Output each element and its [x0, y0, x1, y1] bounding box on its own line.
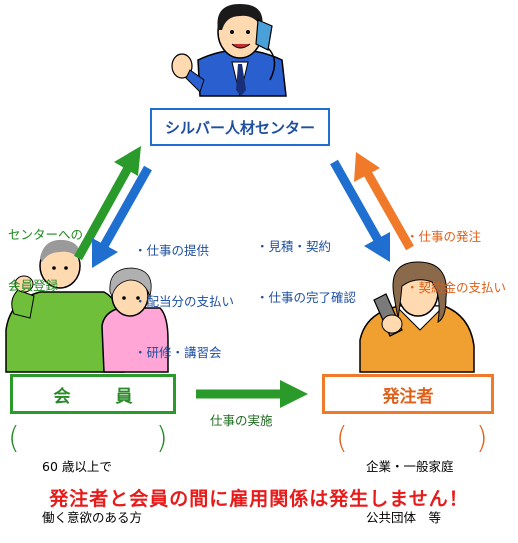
arrow-member-to-client [196, 380, 308, 408]
member-desc-open-paren: ( [8, 421, 20, 456]
member-desc-line-2: 働く意欲のある方 [42, 510, 143, 525]
register-label-line-2: 会員登録 [8, 278, 59, 293]
center-to-member-line-2: ・配当分の支払い [134, 294, 235, 309]
member-box: 会 員 [10, 374, 176, 414]
member-label: 会 員 [53, 386, 147, 407]
arrow-center-to-client [330, 159, 390, 262]
client-label: 発注者 [382, 386, 434, 407]
client-desc-close-paren: ) [476, 421, 488, 456]
register-label: センターへの 会員登録 [8, 192, 83, 311]
client-desc: 企業・一般家庭 公共団体 等 [366, 424, 454, 543]
center-to-member-line-1: ・仕事の提供 [134, 243, 210, 258]
member-desc-line-1: 60 歳以上で [42, 459, 112, 474]
members-illustration [5, 239, 169, 373]
center-box: シルバー人材センター [150, 108, 330, 146]
client-desc-line-2: 公共団体 等 [366, 510, 442, 525]
member-to-client-label: 仕事の実施 [210, 413, 273, 428]
center-to-member-line-3: ・研修・講習会 [134, 345, 222, 360]
notice-text: 発注者と会員の間に雇用関係は発生しません！ [49, 488, 469, 510]
center-to-member-label: ・仕事の提供 ・配当分の支払い ・研修・講習会 [134, 208, 234, 378]
client-to-center-label: ・仕事の発注 ・契約金の支払い [406, 194, 506, 313]
member-desc: 60 歳以上で 働く意欲のある方 [42, 424, 142, 543]
arrow-client-to-center [354, 152, 414, 251]
client-to-center-line-1: ・仕事の発注 [406, 229, 482, 244]
client-desc-line-1: 企業・一般家庭 [366, 459, 454, 474]
client-illustration [359, 261, 475, 373]
center-to-client-line-1: ・見積・契約 [256, 239, 332, 254]
diagram-graphics [5, 4, 475, 408]
member-desc-close-paren: ) [156, 421, 168, 456]
arrow-register [74, 146, 141, 261]
center-staff-illustration [171, 4, 287, 97]
center-to-client-label: ・見積・契約 ・仕事の完了確認 [256, 204, 356, 323]
arrow-center-to-member [92, 165, 152, 268]
client-box: 発注者 [322, 374, 494, 414]
center-label: シルバー人材センター [164, 118, 315, 137]
client-desc-open-paren: ( [336, 421, 348, 456]
register-label-line-1: センターへの [8, 227, 84, 242]
center-to-client-line-2: ・仕事の完了確認 [256, 290, 357, 305]
client-to-center-line-2: ・契約金の支払い [406, 280, 507, 295]
